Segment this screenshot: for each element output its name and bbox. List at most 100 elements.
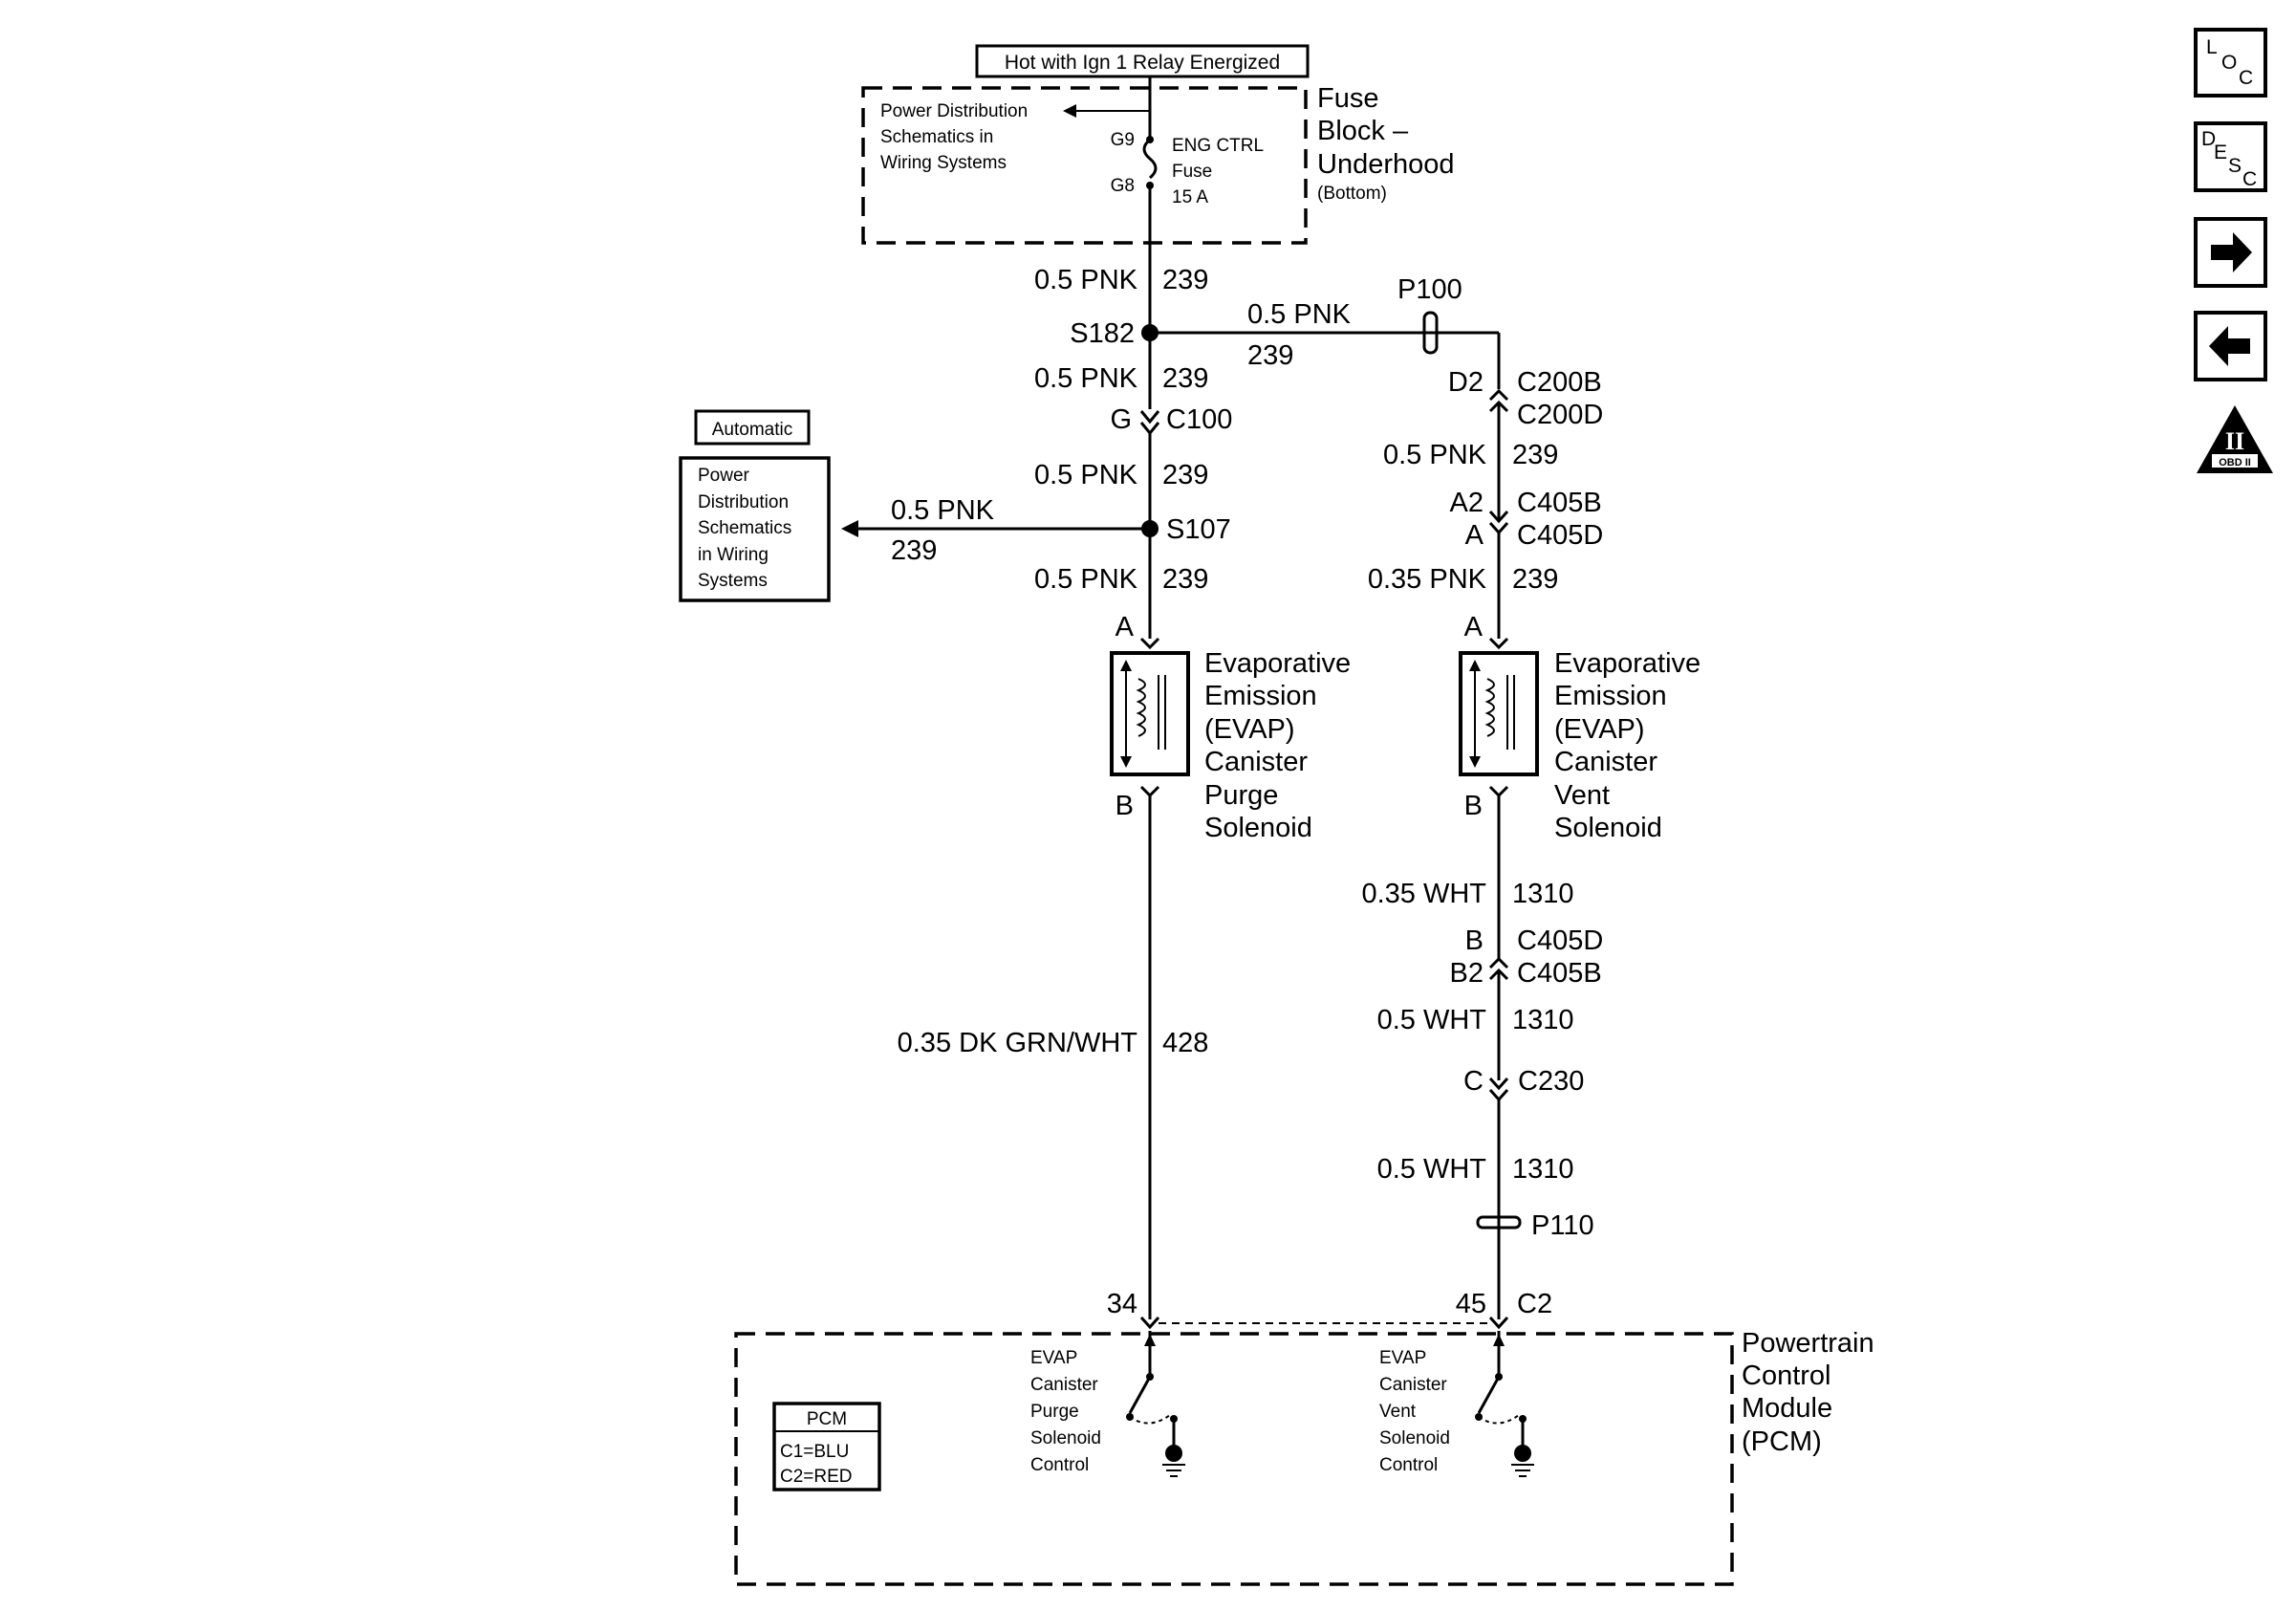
pcm-legend [772,1402,881,1491]
svg-text:Power Distribution: Power Distribution [880,101,1028,121]
wire-gauge: 0.35 WHT [1361,879,1486,909]
pin-a-label: A [1464,612,1484,642]
svg-text:Block –: Block – [1317,116,1409,146]
wire-gauge: 0.5 WHT [1377,1005,1487,1035]
purge-switch-icon [1128,1376,1152,1414]
svg-text:Solenoid: Solenoid [1379,1428,1450,1448]
svg-text:Fuse: Fuse [1172,162,1212,182]
fuse-label: ENG CTRL Fuse 15 A [1172,136,1264,207]
connector-name: C200B [1517,367,1602,398]
wire-circuit: 239 [1162,460,1208,490]
pin-b-label: B [1116,791,1134,821]
svg-text:Canister: Canister [1030,1375,1098,1395]
wire-circuit: 239 [1162,363,1208,394]
connector-pin: D2 [1448,367,1484,398]
wire-circuit: 1310 [1512,1005,1574,1035]
connector-c100-icon [1139,410,1160,425]
connector-pin: G [1110,404,1132,435]
wire-circuit: 1310 [1512,1154,1574,1185]
svg-text:II: II [2225,427,2244,455]
svg-text:Vent: Vent [1379,1402,1417,1422]
automatic-pds-box [679,456,831,602]
connector-name: C405D [1517,520,1603,551]
wire-circuit: 239 [1512,564,1558,595]
automatic-tag [694,409,811,446]
svg-text:Powertrain: Powertrain [1742,1328,1874,1359]
vent-switch-icon [1477,1376,1501,1414]
svg-text:Solenoid: Solenoid [1204,813,1312,843]
pds-arrow-icon [1063,104,1076,118]
wire-gauge: 0.5 PNK [1383,440,1487,470]
fuse-block-name: Fuse Block – Underhood (Bottom) [1317,83,1455,204]
pcm-legend-line: C2=RED [780,1467,853,1487]
connector-name: C405B [1517,958,1602,989]
svg-text:Evaporative: Evaporative [1554,648,1700,679]
svg-text:15 A: 15 A [1172,187,1208,207]
fuse-icon [1142,138,1158,180]
pcm-pin-34: 34 [1107,1289,1137,1319]
svg-text:Systems: Systems [698,571,768,591]
ground-icon [1514,1445,1531,1462]
pcm-legend-line: C1=BLU [780,1442,849,1462]
splice-label: S107 [1166,514,1231,545]
pcm-outline [734,1332,1734,1586]
purge-control-label: EVAP Canister Purge Solenoid Control [1030,1348,1101,1475]
vent-solenoid-icon [1459,651,1539,776]
connector-pin: B [1465,925,1484,956]
next-page-button[interactable] [2194,217,2267,288]
svg-text:Vent: Vent [1554,780,1610,811]
connector-name: C405D [1517,925,1603,956]
wire-circuit: 428 [1162,1028,1208,1058]
svg-text:OBD II: OBD II [2219,457,2251,468]
svg-text:Solenoid: Solenoid [1030,1428,1101,1448]
relay-label: Hot with Ign 1 Relay Energized [1005,52,1280,74]
svg-text:Underhood: Underhood [1317,149,1455,180]
automatic-pds-text: Power Distribution Schematics in Wiring … [698,466,791,591]
connector-c200-icon [1488,388,1509,402]
wire-circuit: 239 [1162,564,1208,595]
svg-text:(EVAP): (EVAP) [1554,714,1645,745]
svg-text:C: C [2242,168,2257,190]
svg-text:Control: Control [1379,1455,1438,1475]
wire-gauge: 0.5 WHT [1377,1154,1487,1185]
wire-gauge: 0.5 PNK [1034,564,1138,595]
svg-text:O: O [2221,52,2237,74]
connector-name: C100 [1166,404,1232,435]
obd-ii-button[interactable]: II OBD II [2197,405,2273,473]
svg-text:Canister: Canister [1204,747,1308,777]
svg-text:ENG CTRL: ENG CTRL [1172,136,1264,156]
pin-a-label: A [1116,612,1135,642]
vent-solenoid-label: Evaporative Emission (EVAP) Canister Ven… [1554,648,1700,843]
prev-page-button[interactable] [2194,311,2267,381]
svg-text:(EVAP): (EVAP) [1204,714,1295,745]
svg-text:Wiring Systems: Wiring Systems [880,153,1007,173]
pcm-connector-label: C2 [1517,1289,1552,1319]
pds-reference: Power Distribution Schematics in Wiring … [880,101,1028,173]
svg-text:(Bottom): (Bottom) [1317,184,1387,204]
wire-gauge: 0.5 PNK [1034,460,1138,490]
connector-pin: B2 [1450,958,1484,989]
svg-text:Fuse: Fuse [1317,83,1378,114]
pcm-legend-title: PCM [807,1409,847,1429]
svg-text:Control: Control [1030,1455,1089,1475]
loc-button[interactable]: L O C [2194,28,2267,98]
desc-button[interactable]: D E S C [2194,121,2267,192]
svg-text:Schematics: Schematics [698,518,791,538]
svg-text:in Wiring: in Wiring [698,545,769,565]
relay-label-box [975,44,1310,78]
fuse-pin-g8: G8 [1111,176,1135,196]
svg-text:Purge: Purge [1030,1402,1079,1422]
wire-gauge: 0.5 PNK [891,495,995,526]
passthru-label: P110 [1531,1210,1594,1241]
right-arrow-icon [2211,232,2252,272]
wire-gauge: 0.35 PNK [1368,564,1487,595]
pcm-name: Powertrain Control Module (PCM) [1742,1328,1874,1457]
ground-icon [1165,1445,1182,1462]
wire-circuit: 239 [1247,340,1293,371]
splice-label: S182 [1070,318,1135,349]
svg-text:Schematics in: Schematics in [880,127,993,147]
connector-pin: A [1465,520,1484,551]
connector-c230-icon [1488,1077,1509,1091]
svg-text:L: L [2206,36,2218,58]
